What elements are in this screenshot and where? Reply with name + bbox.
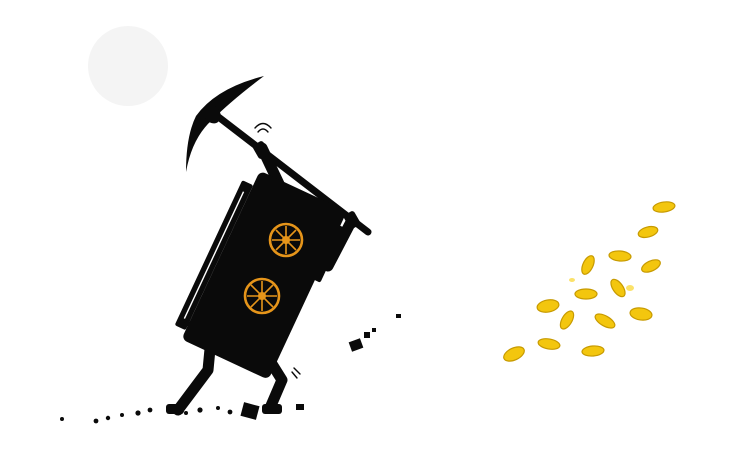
coin	[503, 346, 525, 362]
coin	[637, 225, 659, 239]
coin	[581, 345, 605, 357]
coin	[569, 278, 575, 282]
gold-coins	[503, 201, 676, 362]
coin	[581, 255, 595, 275]
background-glow	[88, 26, 168, 106]
coin	[626, 285, 634, 291]
coin	[610, 278, 626, 298]
left-foot	[166, 404, 184, 414]
coin	[629, 307, 653, 321]
left-hand	[252, 141, 270, 159]
right-foot	[262, 404, 282, 414]
gpu-card-icon	[175, 172, 346, 378]
gpu-fan-icon	[243, 277, 281, 315]
coin	[537, 338, 561, 350]
right-hand	[343, 211, 361, 229]
gpu-fan-icon	[268, 222, 304, 258]
rock-debris	[60, 314, 401, 424]
coin	[652, 201, 676, 213]
coin	[608, 250, 632, 262]
coin	[559, 310, 575, 330]
coin	[536, 299, 560, 313]
coin	[641, 259, 661, 273]
coin	[574, 288, 598, 300]
coin	[594, 313, 616, 329]
motion-lines	[183, 122, 301, 379]
